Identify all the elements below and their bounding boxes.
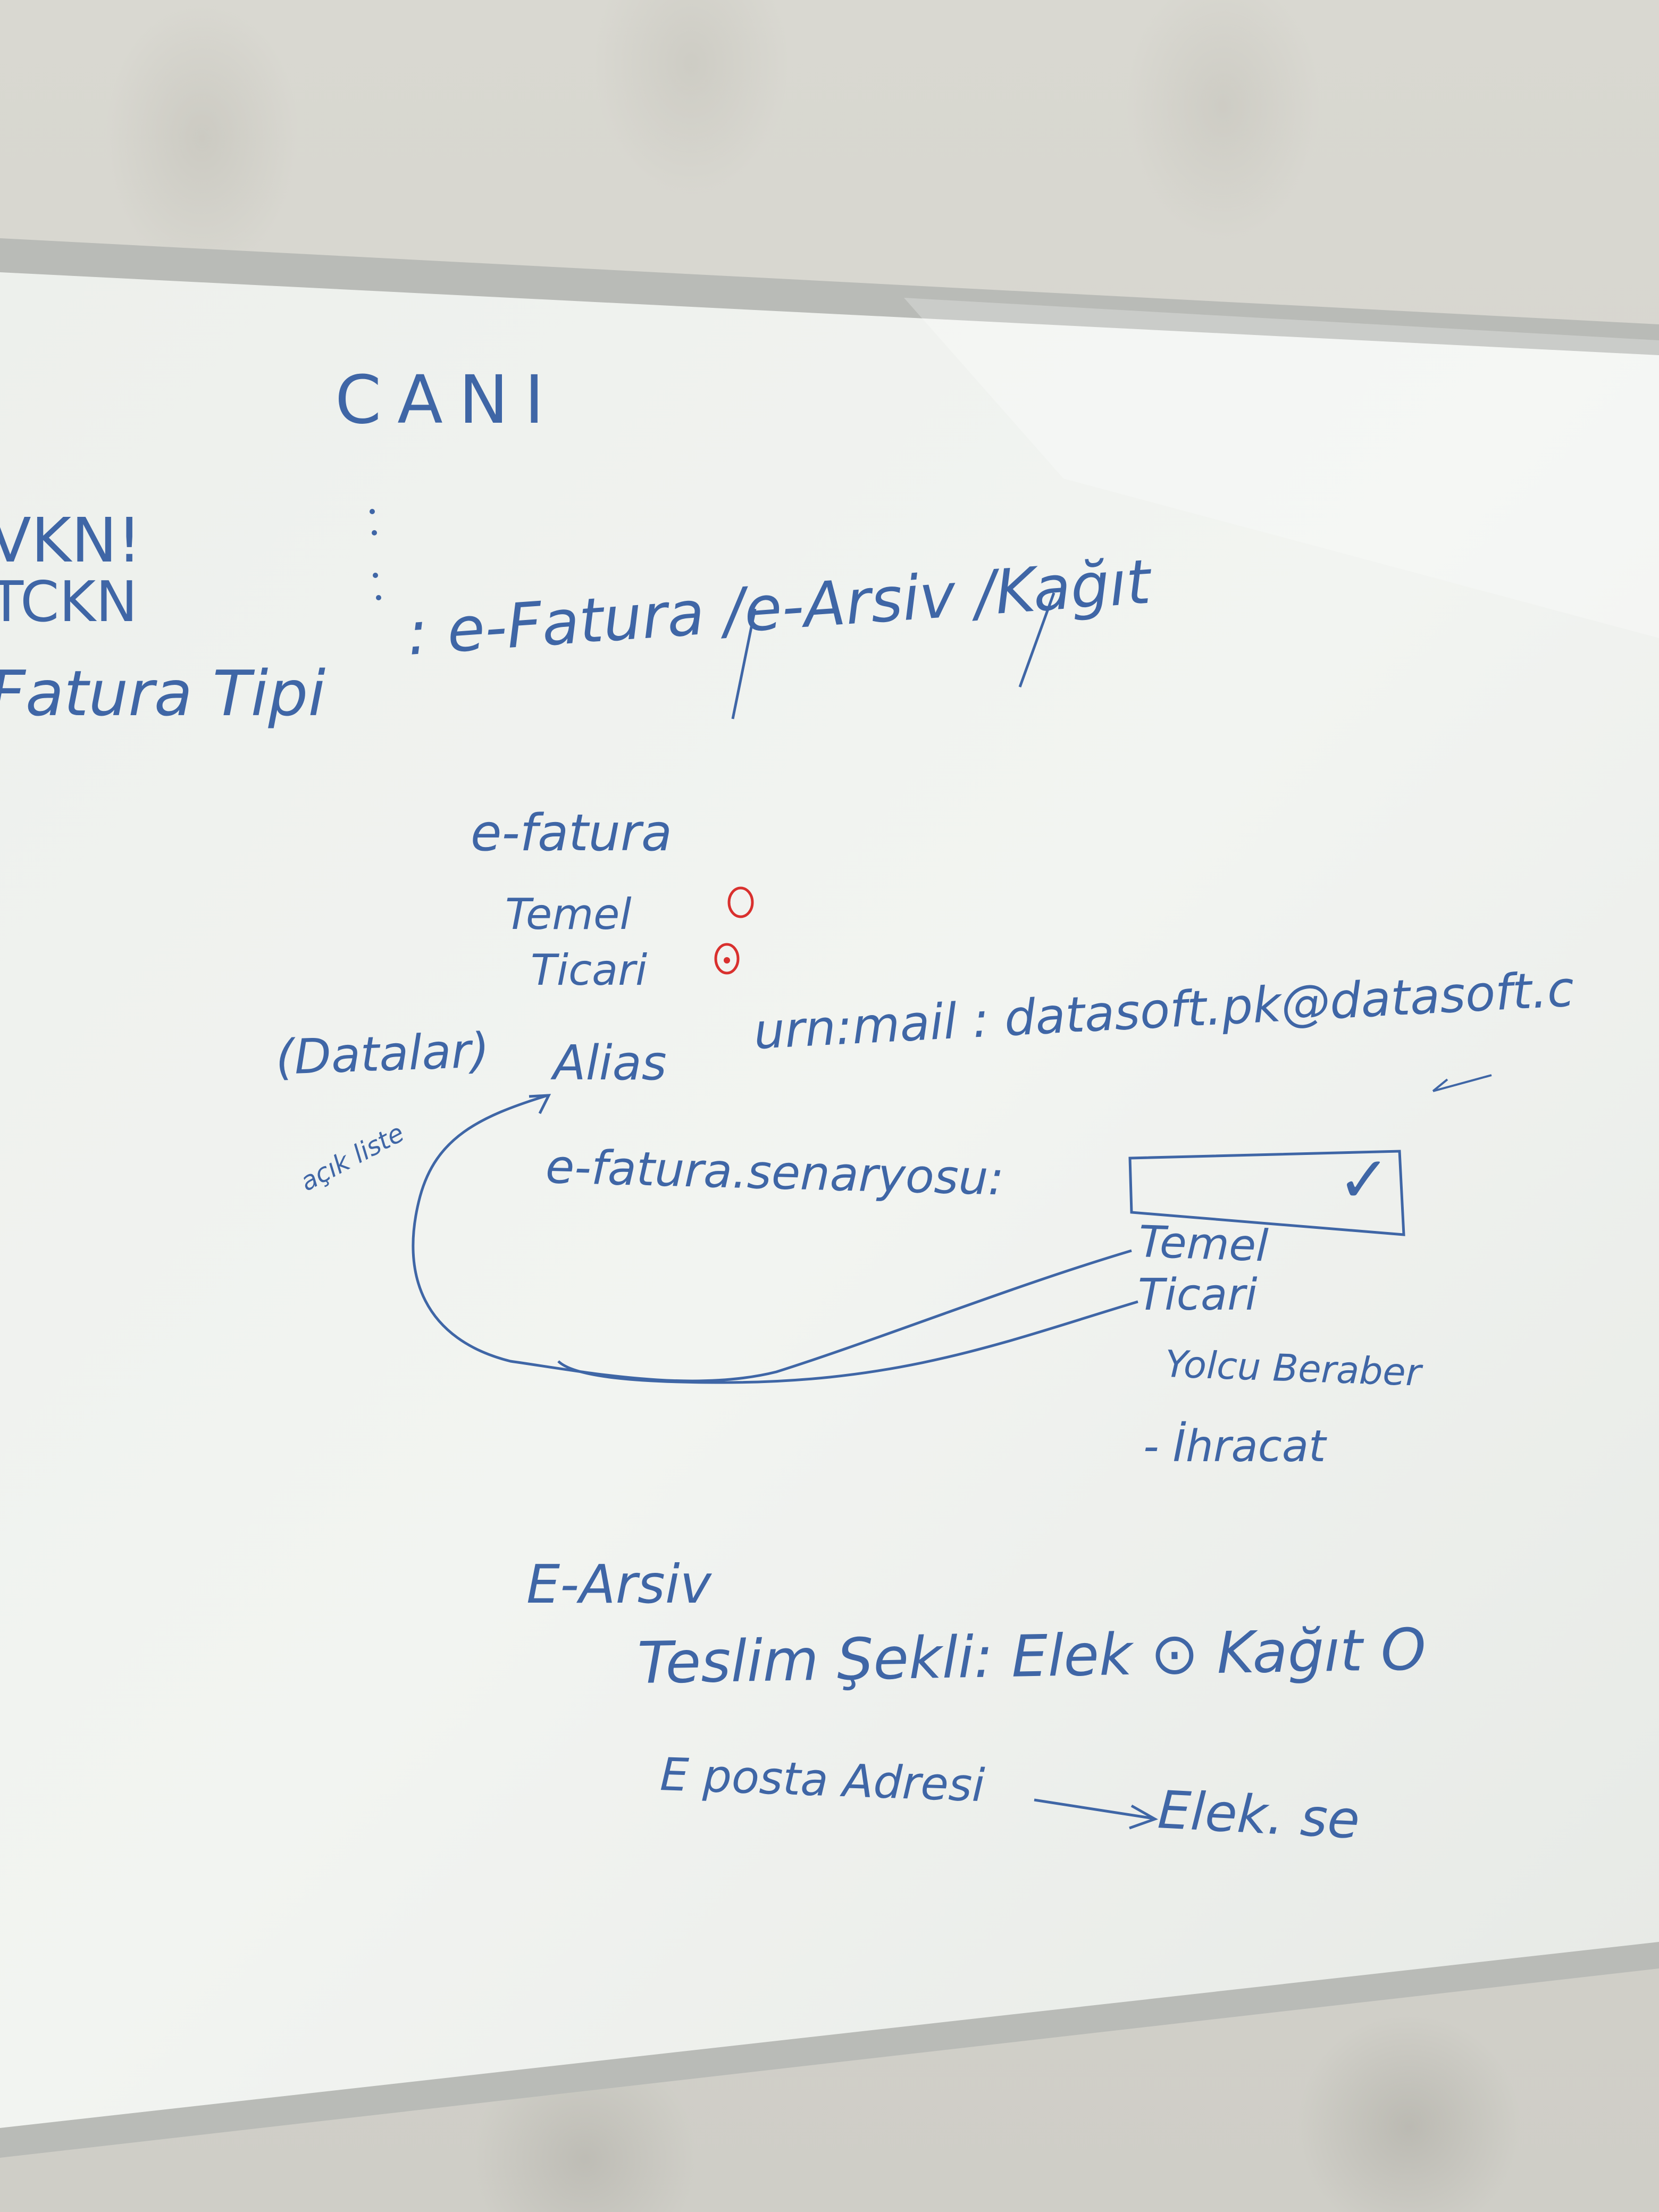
datalar-label: (Datalar) <box>274 1023 491 1086</box>
vkn-label: VKN! <box>0 505 142 576</box>
efatura-heading: e-fatura <box>471 804 673 862</box>
eposta-target: Elek. se <box>1156 1780 1361 1851</box>
senaryo-item-ihracat: - İhracat <box>1143 1421 1326 1472</box>
senaryo-item-yolcu: Yolcu Beraber <box>1164 1342 1422 1395</box>
alias-label: Alias <box>553 1035 667 1091</box>
whiteboard-surface <box>0 272 1659 2128</box>
tckn-label: TCKN <box>0 569 138 634</box>
teslim-sekli: Teslim Şekli: Elek ⊙ Kağıt O <box>636 1616 1427 1697</box>
senaryo-label: e-fatura.senaryosu: <box>544 1139 1005 1206</box>
option-temel-label: Temel <box>505 890 632 939</box>
senaryo-checkbox <box>1128 1150 1405 1236</box>
loop-arrow <box>412 1094 1132 1382</box>
eposta-arrow <box>1034 1798 1154 1820</box>
radio-ticari-icon <box>714 943 740 975</box>
senaryo-item-temel: Temel <box>1137 1217 1269 1272</box>
slash-1 <box>731 608 757 719</box>
earsiv-heading: E-Arsiv <box>526 1553 711 1615</box>
eposta-label: E posta Adresi <box>659 1748 986 1813</box>
option-ticari-label: Ticari <box>531 945 648 995</box>
slash-2 <box>1018 592 1055 688</box>
loop-arrow-2 <box>557 1300 1138 1384</box>
senaryo-item-ticari: Ticari <box>1138 1270 1258 1320</box>
fatura-tipi-label: Fatura Tipi <box>0 657 326 730</box>
radio-temel-icon <box>727 886 754 918</box>
board-title: CANI <box>335 362 560 439</box>
senaryo-checkmark: ✓ <box>1337 1143 1391 1217</box>
